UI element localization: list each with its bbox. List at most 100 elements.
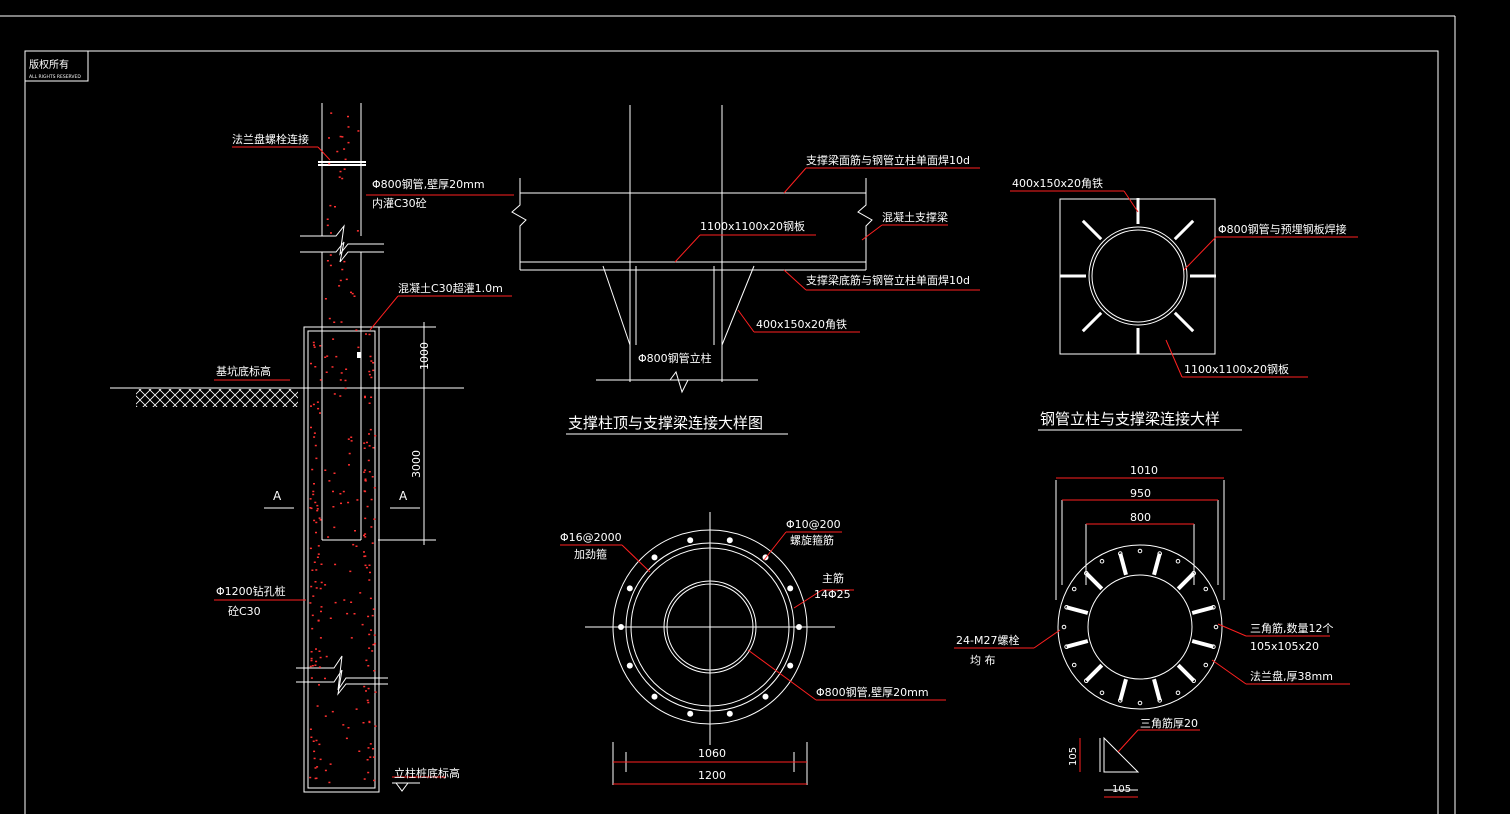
concrete-speckle xyxy=(372,608,375,610)
concrete-speckle xyxy=(366,441,368,444)
concrete-speckle xyxy=(319,656,322,659)
concrete-speckle xyxy=(329,254,332,256)
flange-bolt-hole xyxy=(1084,678,1089,684)
label-dim-1000: 1000 xyxy=(418,342,431,370)
concrete-speckle xyxy=(314,664,317,666)
concrete-speckle xyxy=(347,141,350,144)
concrete-speckle xyxy=(343,148,346,150)
concrete-speckle xyxy=(342,490,345,493)
concrete-speckle xyxy=(318,743,321,746)
label-dim-1200: 1200 xyxy=(698,769,726,782)
concrete-speckle xyxy=(370,376,373,379)
main-rebar-dot xyxy=(626,585,633,592)
concrete-speckle xyxy=(333,393,336,395)
concrete-speckle xyxy=(328,137,330,139)
plan-angle-steel xyxy=(1173,311,1195,333)
concrete-speckle xyxy=(370,629,372,631)
label-pit-bottom: 基坑底标高 xyxy=(216,364,271,378)
concrete-speckle xyxy=(350,601,353,603)
concrete-speckle xyxy=(361,623,364,626)
concrete-speckle xyxy=(371,476,374,478)
label-plate-plan: 1100x1100x20钢板 xyxy=(1184,362,1289,376)
concrete-speckle xyxy=(329,763,332,765)
concrete-speckle xyxy=(373,487,376,489)
concrete-speckle xyxy=(372,362,375,364)
concrete-speckle xyxy=(342,724,345,726)
concrete-speckle xyxy=(314,767,317,769)
concrete-speckle xyxy=(334,563,337,566)
concrete-speckle xyxy=(320,581,323,584)
concrete-speckle xyxy=(364,478,367,480)
concrete-speckle xyxy=(368,333,371,336)
concrete-speckle xyxy=(319,519,322,521)
flange-bolt-hole xyxy=(1071,662,1077,668)
flange-rib xyxy=(1176,663,1196,683)
concrete-speckle xyxy=(310,426,312,429)
flange-detail: 1010 950 800 24-M27螺栓 均 布 三角筋,数量12个 105x… xyxy=(954,464,1350,798)
title-detail-top: 支撑柱顶与支撑梁连接大样图 xyxy=(568,414,763,432)
concrete-speckle xyxy=(313,346,316,348)
concrete-speckle xyxy=(328,317,331,320)
concrete-speckle xyxy=(365,659,368,662)
concrete-speckle xyxy=(357,346,360,349)
concrete-speckle xyxy=(372,447,375,449)
concrete-speckle xyxy=(340,502,342,505)
concrete-speckle xyxy=(325,655,328,658)
label-concrete-pour: 混凝土C30超灌1.0m xyxy=(398,281,503,295)
concrete-speckle xyxy=(343,599,346,601)
flange-bolt-hole xyxy=(1211,644,1216,650)
concrete-speckle xyxy=(364,490,367,493)
concrete-speckle xyxy=(326,355,329,357)
concrete-speckle xyxy=(355,708,358,710)
concrete-speckle xyxy=(315,739,318,742)
label-column-bottom: 立柱桩底标高 xyxy=(394,766,460,780)
detail-plan: 400x150x20角铁 Φ800钢管与预埋钢板焊接 1100x1100x20钢… xyxy=(1010,177,1358,431)
concrete-speckle xyxy=(319,587,322,590)
concrete-speckle xyxy=(356,499,359,501)
concrete-speckle xyxy=(363,555,366,558)
concrete-speckle xyxy=(313,436,316,438)
concrete-speckle xyxy=(313,483,315,485)
concrete-speckle xyxy=(317,553,320,555)
drawing-frame xyxy=(0,15,1456,814)
concrete-speckle xyxy=(316,509,319,512)
concrete-speckle xyxy=(318,650,321,652)
main-rebar-dot xyxy=(687,710,694,717)
concrete-speckle xyxy=(367,701,370,704)
concrete-speckle xyxy=(355,329,358,331)
concrete-speckle xyxy=(356,230,359,232)
concrete-speckle xyxy=(332,506,335,508)
flange-rib xyxy=(1118,678,1128,701)
label-column: Φ800钢管立柱 xyxy=(638,351,712,365)
title-detail-plan: 钢管立柱与支撑梁连接大样 xyxy=(1040,410,1220,428)
concrete-speckle xyxy=(313,432,316,434)
label-pipe-section: Φ800钢管,壁厚20mm xyxy=(816,685,929,699)
label-ribs-size: 105x105x20 xyxy=(1250,640,1319,653)
concrete-speckle xyxy=(344,387,347,390)
label-spiral: 螺旋箍筋 xyxy=(790,533,834,547)
label-section-a-right: A xyxy=(399,489,408,503)
concrete-speckle xyxy=(334,601,337,604)
concrete-speckle xyxy=(309,728,312,730)
label-weld: Φ800钢管与预埋钢板焊接 xyxy=(1218,222,1347,236)
concrete-speckle xyxy=(344,379,347,382)
concrete-speckle xyxy=(369,571,371,574)
main-rebar-dot xyxy=(787,585,794,592)
flange-rib xyxy=(1066,605,1089,615)
concrete-speckle xyxy=(364,536,367,538)
concrete-speckle xyxy=(309,507,312,509)
concrete-speckle xyxy=(364,396,366,399)
section-aa: Φ16@2000 加劲箍 Φ10@200 螺旋箍筋 主筋 14Φ25 Φ800钢… xyxy=(560,512,946,785)
label-rib-h: 105 xyxy=(1068,747,1079,766)
label-top-rebar: 支撑梁面筋与钢管立柱单面焊10d xyxy=(806,153,970,167)
concrete-speckle xyxy=(312,403,315,406)
concrete-speckle xyxy=(367,771,370,774)
concrete-speckle xyxy=(313,757,316,760)
concrete-speckle xyxy=(327,536,330,538)
concrete-speckle xyxy=(366,505,369,508)
concrete-speckle xyxy=(314,501,317,504)
concrete-speckle xyxy=(315,531,317,534)
concrete-speckle xyxy=(355,545,358,547)
concrete-speckle xyxy=(340,372,343,374)
